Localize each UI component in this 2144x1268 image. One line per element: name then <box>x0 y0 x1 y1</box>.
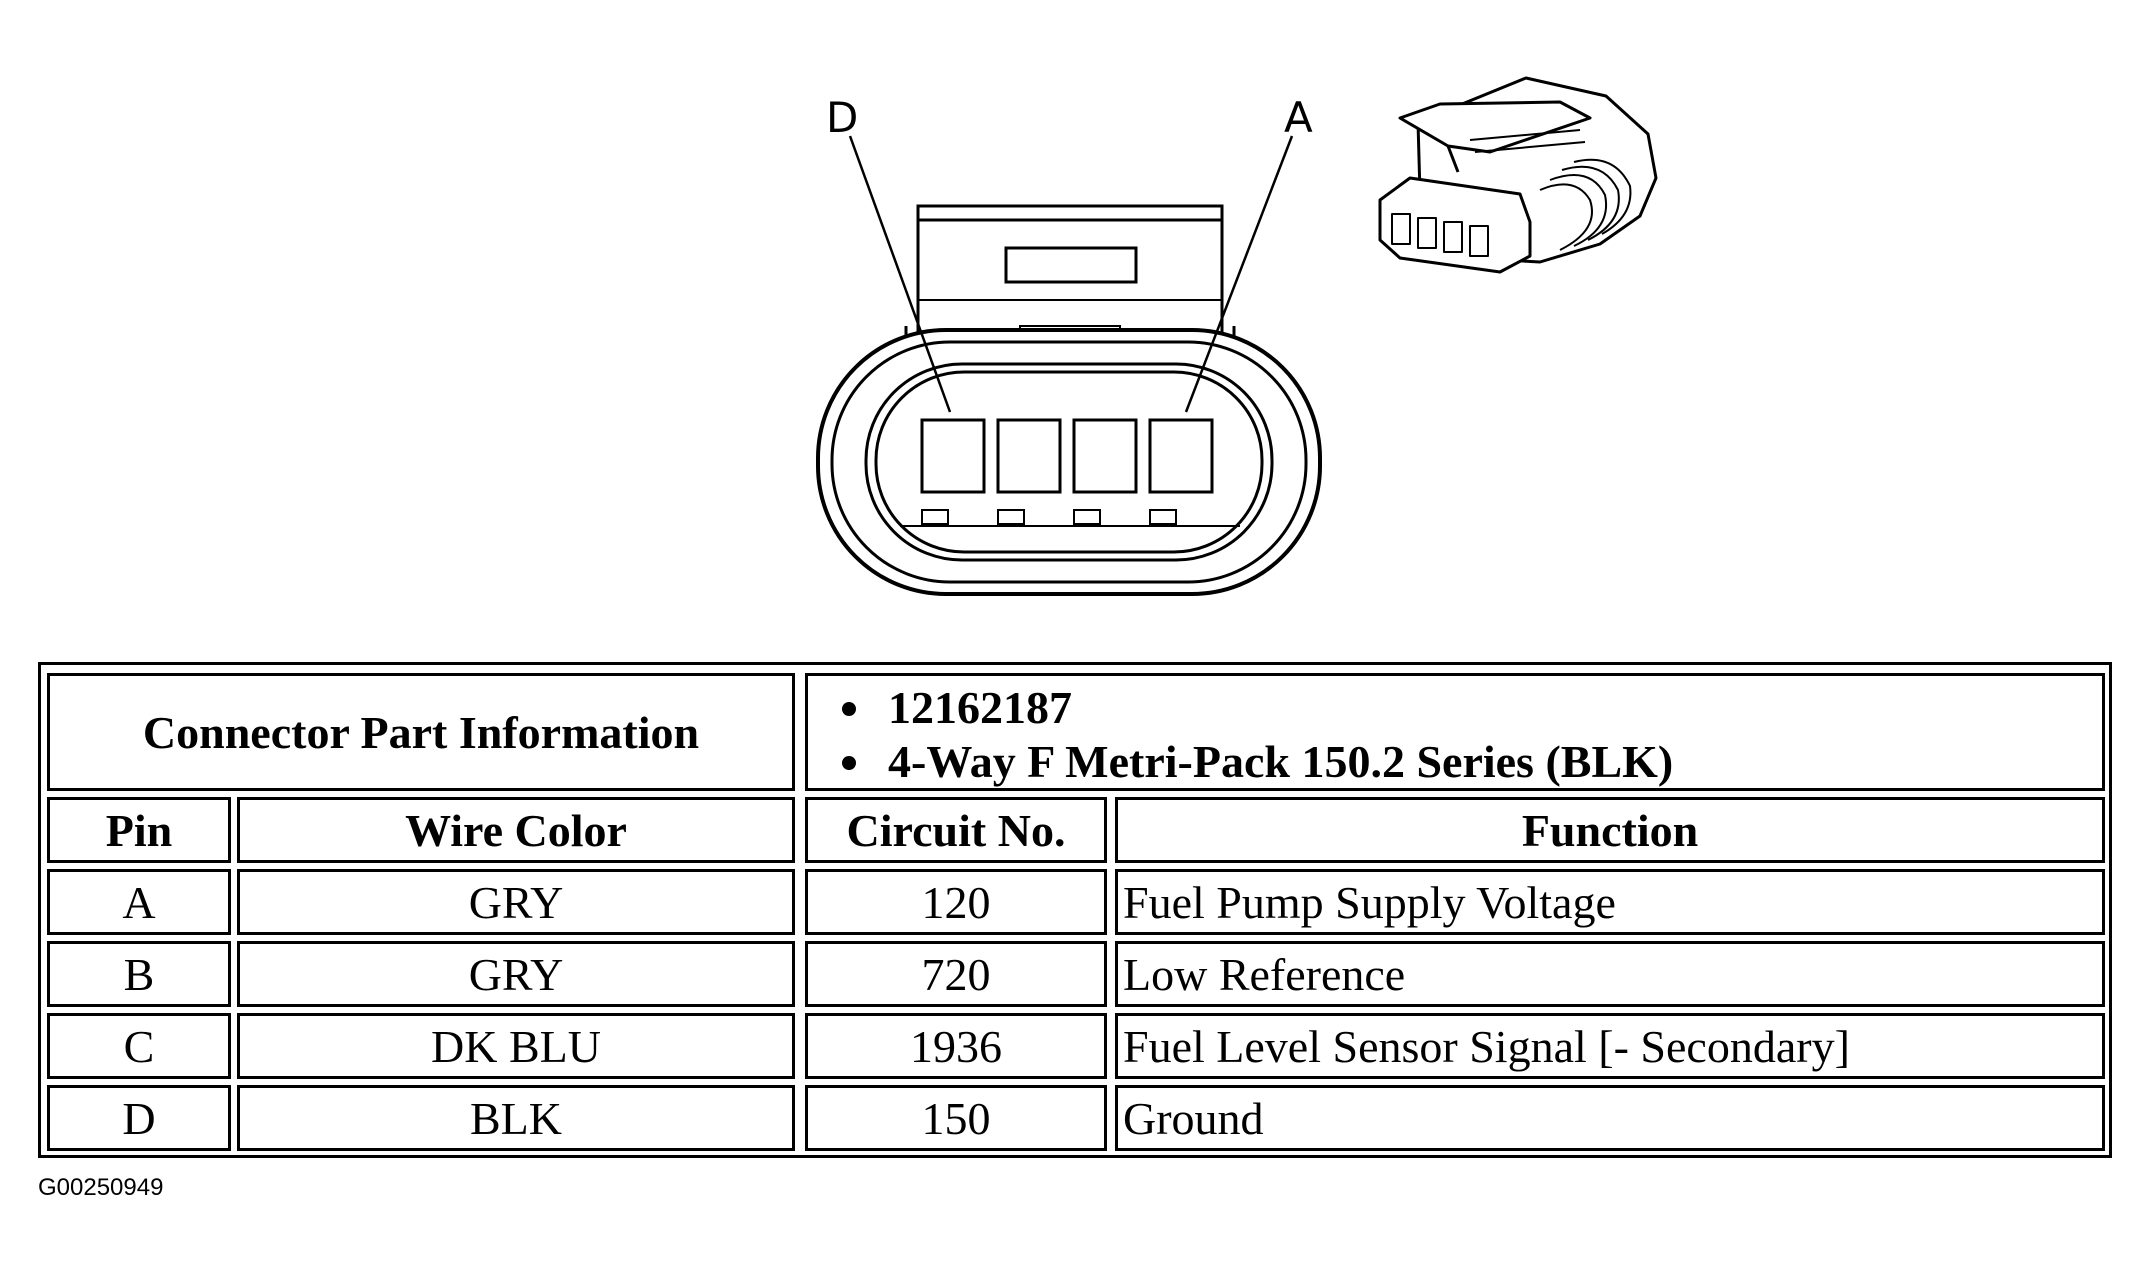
connector-face-view <box>816 135 1322 596</box>
header-circuit-no: Circuit No. <box>805 797 1107 863</box>
table-row-pin: C <box>47 1013 231 1079</box>
list-item: 12162187 <box>842 681 1673 735</box>
header-pin: Pin <box>47 797 231 863</box>
header-wire-color: Wire Color <box>237 797 795 863</box>
table-row-circuit-no: 150 <box>805 1085 1107 1151</box>
table-row-wire-color: GRY <box>237 941 795 1007</box>
connector-illustration: D A <box>0 0 2144 620</box>
part-info-label: Connector Part Information <box>142 706 700 758</box>
pin-label-d: D <box>826 93 858 142</box>
table-row-pin: A <box>47 869 231 935</box>
table-row-function: Fuel Level Sensor Signal [- Secondary] <box>1115 1013 2105 1079</box>
table-row-circuit-no: 720 <box>805 941 1107 1007</box>
table-row-pin: D <box>47 1085 231 1151</box>
part-info-label-cell: Connector Part Information <box>47 673 795 791</box>
bullet-icon <box>842 756 856 770</box>
table-row-circuit-no: 120 <box>805 869 1107 935</box>
table-row-pin: B <box>47 941 231 1007</box>
table-row-circuit-no: 1936 <box>805 1013 1107 1079</box>
header-function: Function <box>1115 797 2105 863</box>
connector-table: Connector Part Information 12162187 4-Wa… <box>38 662 2112 1158</box>
table-row-function: Low Reference <box>1115 941 2105 1007</box>
figure-id: G00250949 <box>38 1174 164 1201</box>
part-info-items-cell: 12162187 4-Way F Metri-Pack 150.2 Series… <box>805 673 2105 791</box>
table-row-wire-color: BLK <box>237 1085 795 1151</box>
table-row-function: Ground <box>1115 1085 2105 1151</box>
pin-label-a: A <box>1284 93 1313 142</box>
connector-isometric-view <box>1378 76 1658 274</box>
table-row-wire-color: DK BLU <box>237 1013 795 1079</box>
list-item: 4-Way F Metri-Pack 150.2 Series (BLK) <box>842 735 1673 788</box>
bullet-icon <box>842 702 856 716</box>
part-info-list: 12162187 4-Way F Metri-Pack 150.2 Series… <box>808 676 1673 788</box>
table-row-function: Fuel Pump Supply Voltage <box>1115 869 2105 935</box>
table-row-wire-color: GRY <box>237 869 795 935</box>
